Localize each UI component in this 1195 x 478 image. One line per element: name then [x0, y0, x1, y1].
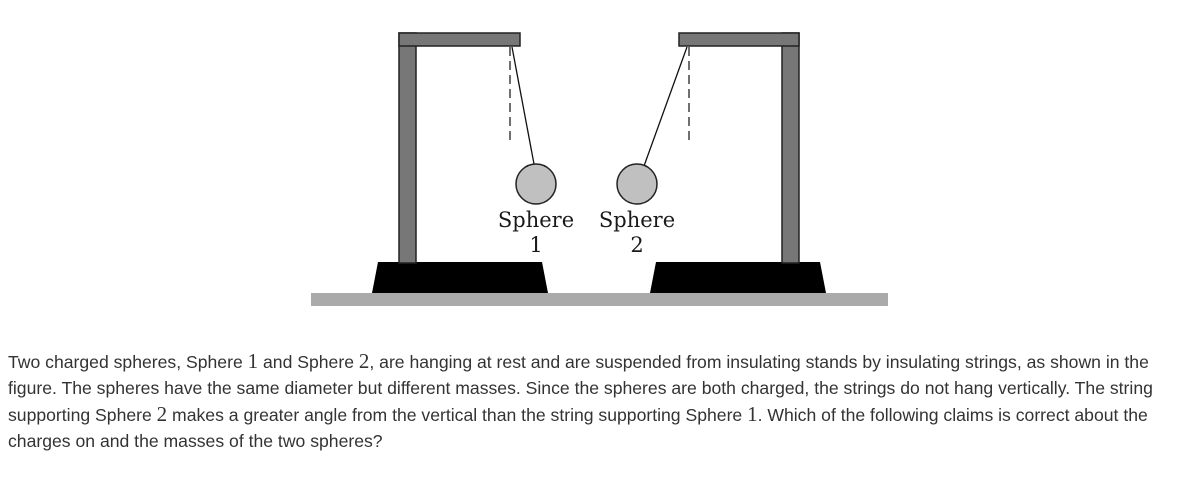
left-stand-base: [372, 262, 548, 293]
question-part: . Which of the following claims is corre…: [8, 405, 1148, 451]
math-number: 2: [358, 349, 370, 373]
sphere-2-label-word: Sphere: [599, 208, 675, 232]
question-part: makes a greater angle from the vertical …: [167, 405, 748, 425]
question-part: Two charged spheres, Sphere: [8, 352, 248, 372]
sphere-1: [515, 163, 557, 205]
right-stand-base: [650, 262, 826, 293]
sphere-1-label-word: Sphere: [498, 208, 574, 232]
right-stand-post: [781, 32, 800, 264]
math-number: 2: [156, 402, 168, 426]
sphere-2: [616, 163, 658, 205]
math-number: 1: [247, 349, 259, 373]
string-2: [643, 46, 688, 167]
right-stand-arm: [678, 32, 800, 47]
left-stand-arm: [398, 32, 521, 47]
charged-spheres-figure: Sphere 1 Sphere 2: [311, 32, 888, 306]
left-stand-post: [398, 32, 417, 264]
string-1: [511, 46, 535, 165]
sphere-2-label-number: 2: [630, 233, 643, 257]
question-part: and Sphere: [258, 352, 359, 372]
floor: [311, 293, 888, 306]
sphere-1-label-number: 1: [529, 233, 542, 257]
math-number: 1: [747, 402, 758, 426]
question-part: , are hanging at rest and are suspended …: [8, 352, 1153, 425]
question-text: Two charged spheres, Sphere 1 and Sphere…: [8, 348, 1192, 454]
